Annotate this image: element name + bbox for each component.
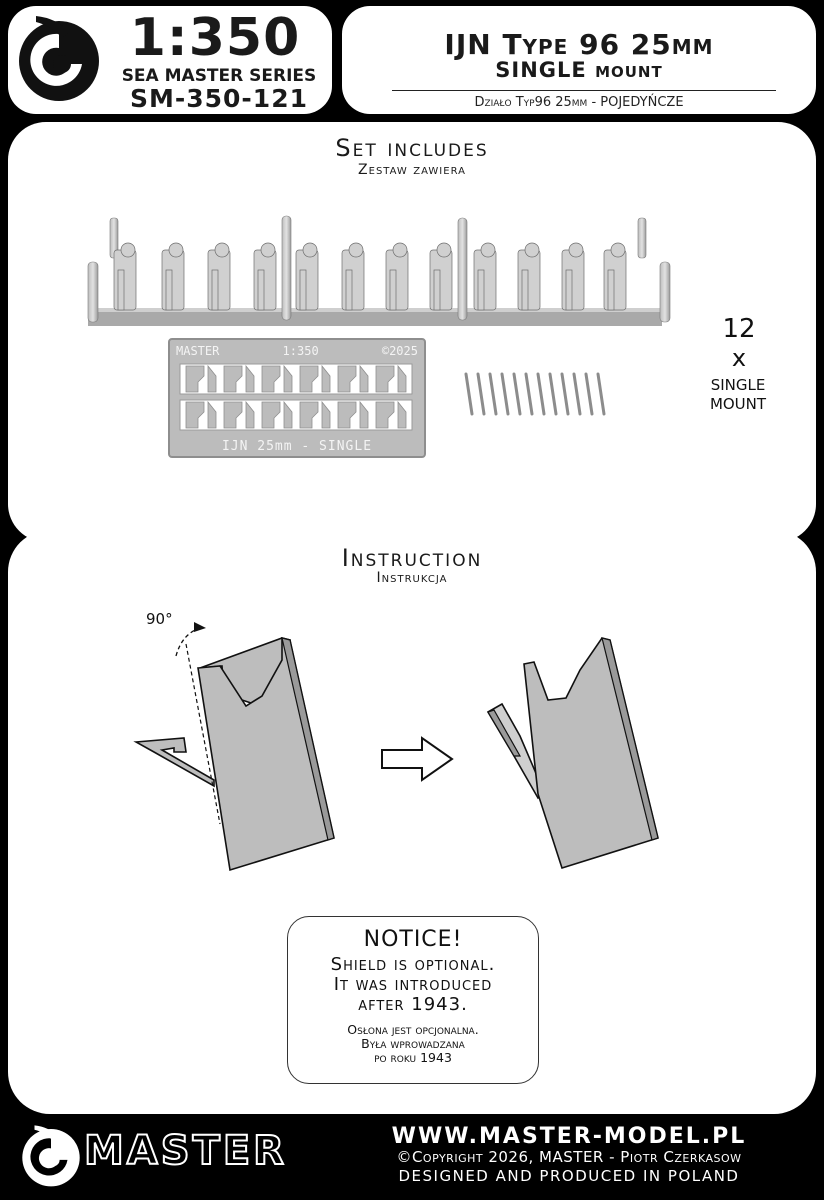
scale-panel: 1:350 SEA MASTER SERIES SM-350-121 xyxy=(8,6,332,114)
title-panel: IJN Type 96 25mm SINGLE mount Działo Typ… xyxy=(342,6,816,114)
arrow-right-icon xyxy=(381,736,454,782)
quantity-label-line1: SINGLE xyxy=(710,376,766,394)
shield-before-diagram: 90° xyxy=(133,610,335,872)
fret-year-text: ©2025 xyxy=(381,344,418,358)
shield-after-diagram xyxy=(486,637,659,869)
fret-scale-text: 1:350 xyxy=(282,344,319,358)
instruction-subtitle: Instrukcja xyxy=(376,570,448,586)
notice-pl-line3: po roku 1943 xyxy=(374,1050,452,1065)
master-logo-icon xyxy=(19,16,99,101)
photo-etch-fret-image: MASTER 1:350 ©2025 IJN 25mm - SINGLE xyxy=(168,338,426,458)
set-includes-subtitle: Zestaw zawiera xyxy=(358,162,466,178)
instruction-panel: Instruction Instrukcja 90° NOTICE! Shiel… xyxy=(8,530,816,1114)
resin-casting-image xyxy=(87,215,671,326)
polish-title: Działo Typ96 25mm - POJEDYŃCZE xyxy=(474,95,684,110)
scale-label: 1:350 xyxy=(129,8,301,68)
made-in-text: DESIGNED AND PRODUCED IN POLAND xyxy=(398,1167,740,1185)
copyright-text: ©Copyright 2026, MASTER - Piotr Czerkaso… xyxy=(396,1148,742,1166)
instruction-title: Instruction xyxy=(341,544,483,572)
series-label: SEA MASTER SERIES xyxy=(121,66,317,86)
angle-label: 90° xyxy=(146,610,173,628)
notice-line1: Shield is optional. xyxy=(330,954,496,975)
set-includes-title: Set includes xyxy=(335,134,489,162)
fret-label-text: IJN 25mm - SINGLE xyxy=(221,439,373,454)
quantity-number: 12 xyxy=(722,314,756,344)
gun-barrels-image xyxy=(464,372,606,416)
notice-line2: It was introduced xyxy=(333,974,493,995)
notice-title: NOTICE! xyxy=(363,927,463,952)
footer-logo-icon xyxy=(22,1125,80,1187)
set-includes-panel: Set includes Zestaw zawiera xyxy=(8,122,816,542)
notice-box: NOTICE! Shield is optional. It was intro… xyxy=(287,916,539,1084)
footer-brand: MASTER xyxy=(83,1127,287,1175)
notice-line3: after 1943. xyxy=(358,994,468,1015)
fret-brand-text: MASTER xyxy=(176,344,220,358)
product-code: SM-350-121 xyxy=(129,84,308,113)
fret-parts-grid xyxy=(179,363,413,431)
quantity-label-line2: MOUNT xyxy=(709,395,767,413)
notice-pl-line2: Była wprowadzana xyxy=(361,1036,465,1051)
notice-pl-line1: Osłona jest opcjonalna. xyxy=(347,1022,479,1037)
quantity-times: x xyxy=(731,344,747,372)
product-title: IJN Type 96 25mm xyxy=(444,28,714,61)
title-divider xyxy=(392,90,776,91)
website-link[interactable]: WWW.MASTER-MODEL.PL xyxy=(391,1124,747,1149)
product-subtitle: SINGLE mount xyxy=(495,58,663,82)
